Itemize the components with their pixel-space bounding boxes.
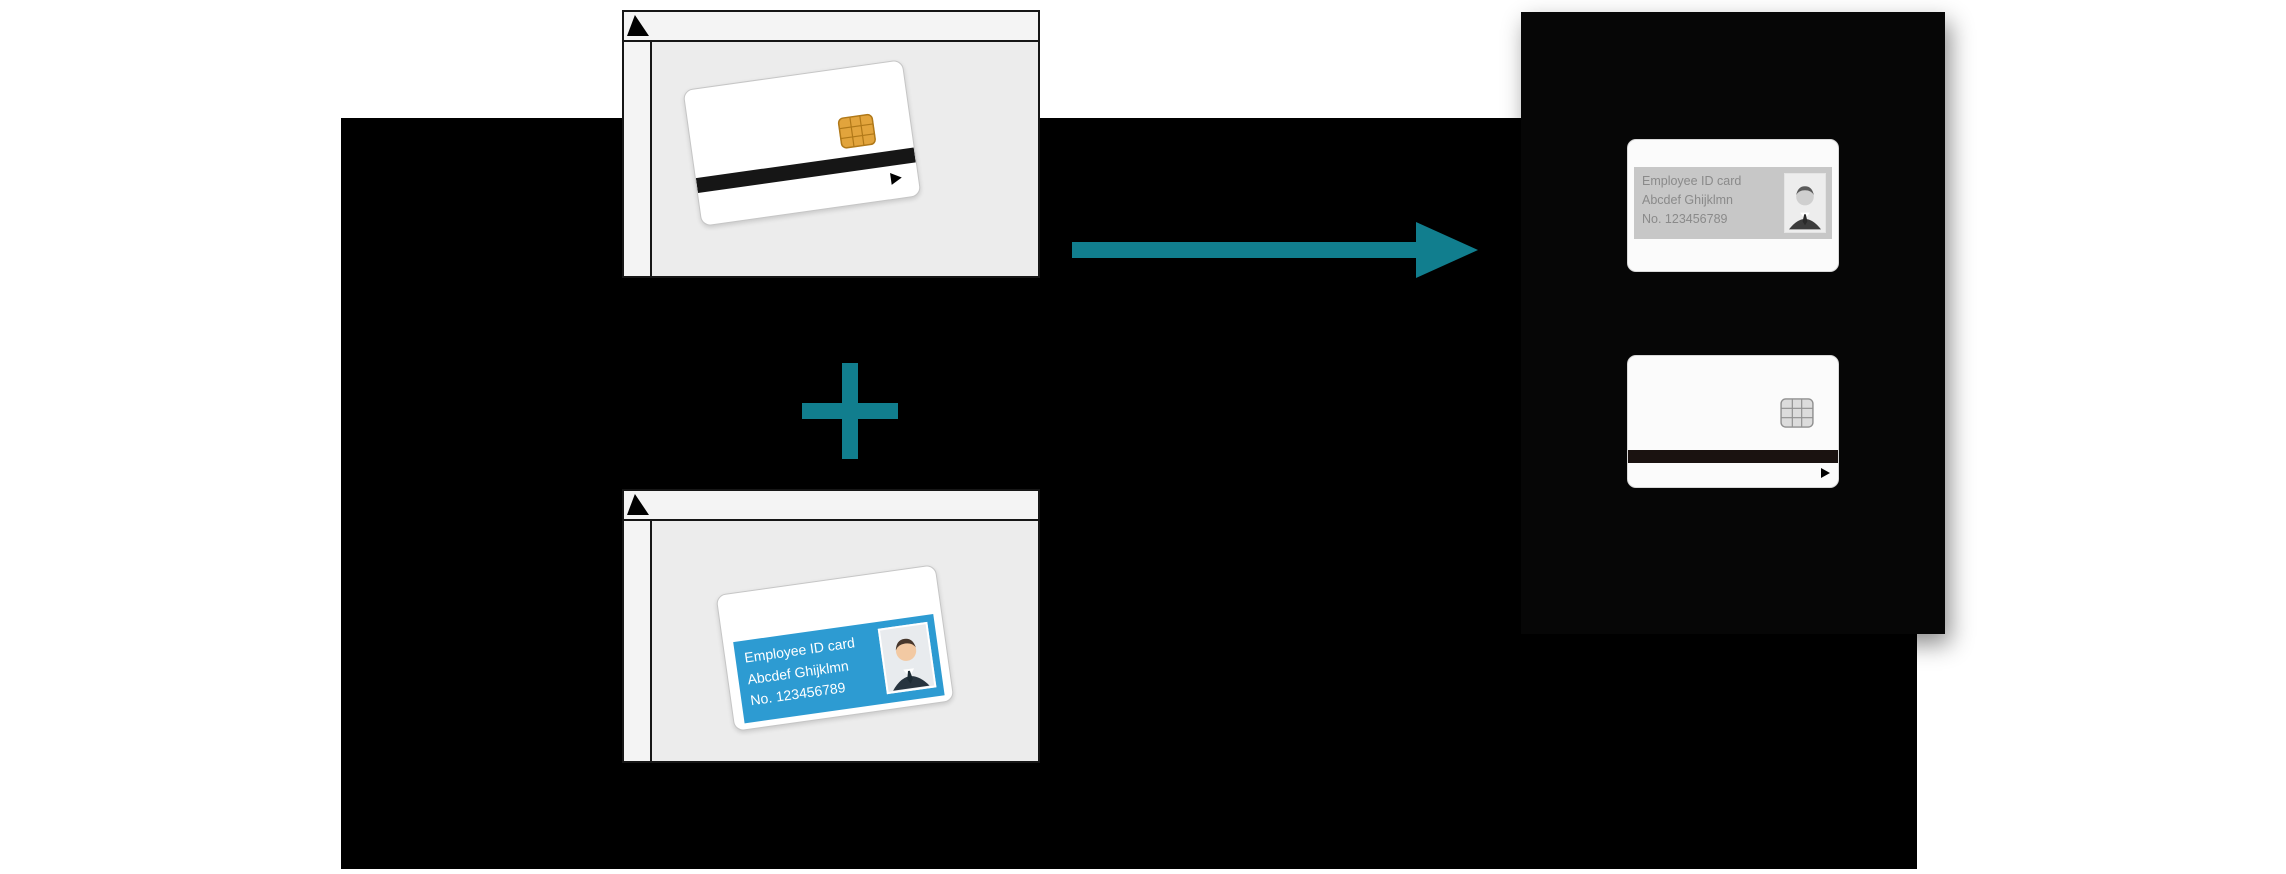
arrow-head bbox=[1416, 222, 1478, 278]
magnetic-stripe bbox=[695, 147, 916, 193]
corner-triangle-icon bbox=[627, 15, 649, 36]
magnetic-stripe bbox=[1628, 450, 1838, 463]
portrait-photo-grayscale bbox=[1784, 173, 1826, 233]
printed-card-text: Employee ID card Abcdef Ghijklmn No. 123… bbox=[1642, 172, 1741, 228]
plus-vertical-bar bbox=[842, 363, 858, 459]
plus-icon bbox=[802, 363, 898, 459]
window-header bbox=[624, 491, 1038, 521]
blank-card-window bbox=[622, 10, 1040, 278]
arrow-shaft bbox=[1072, 242, 1416, 258]
window-left-strip bbox=[624, 521, 652, 761]
arrow-right-icon bbox=[1072, 222, 1478, 278]
window-header bbox=[624, 12, 1038, 42]
window-canvas bbox=[652, 42, 1038, 276]
printed-card-front: Employee ID card Abcdef Ghijklmn No. 123… bbox=[1627, 139, 1839, 272]
insert-direction-icon bbox=[1821, 468, 1830, 478]
ic-chip-icon bbox=[837, 113, 877, 150]
designed-id-card: Employee ID card Abcdef Ghijklmn No. 123… bbox=[715, 564, 955, 732]
printed-card-title: Employee ID card bbox=[1642, 174, 1742, 188]
printed-card-band: Employee ID card Abcdef Ghijklmn No. 123… bbox=[1634, 167, 1832, 239]
printed-result-panel: Employee ID card Abcdef Ghijklmn No. 123… bbox=[1521, 12, 1945, 634]
printed-card-name: Abcdef Ghijklmn bbox=[1642, 192, 1734, 207]
printed-card-number: No. 123456789 bbox=[1642, 211, 1728, 226]
window-left-strip bbox=[624, 42, 652, 276]
card-design-window: Employee ID card Abcdef Ghijklmn No. 123… bbox=[622, 489, 1040, 763]
printed-card-back bbox=[1627, 355, 1839, 488]
portrait-photo bbox=[877, 621, 937, 695]
id-card-text: Employee ID card Abcdef Ghijklmn No. 123… bbox=[743, 632, 862, 712]
window-canvas: Employee ID card Abcdef Ghijklmn No. 123… bbox=[652, 521, 1038, 761]
blank-card bbox=[682, 59, 922, 227]
ic-chip-icon bbox=[1780, 398, 1814, 428]
insert-direction-icon bbox=[890, 171, 903, 185]
id-card-blue-panel: Employee ID card Abcdef Ghijklmn No. 123… bbox=[733, 613, 945, 724]
corner-triangle-icon bbox=[627, 494, 649, 515]
